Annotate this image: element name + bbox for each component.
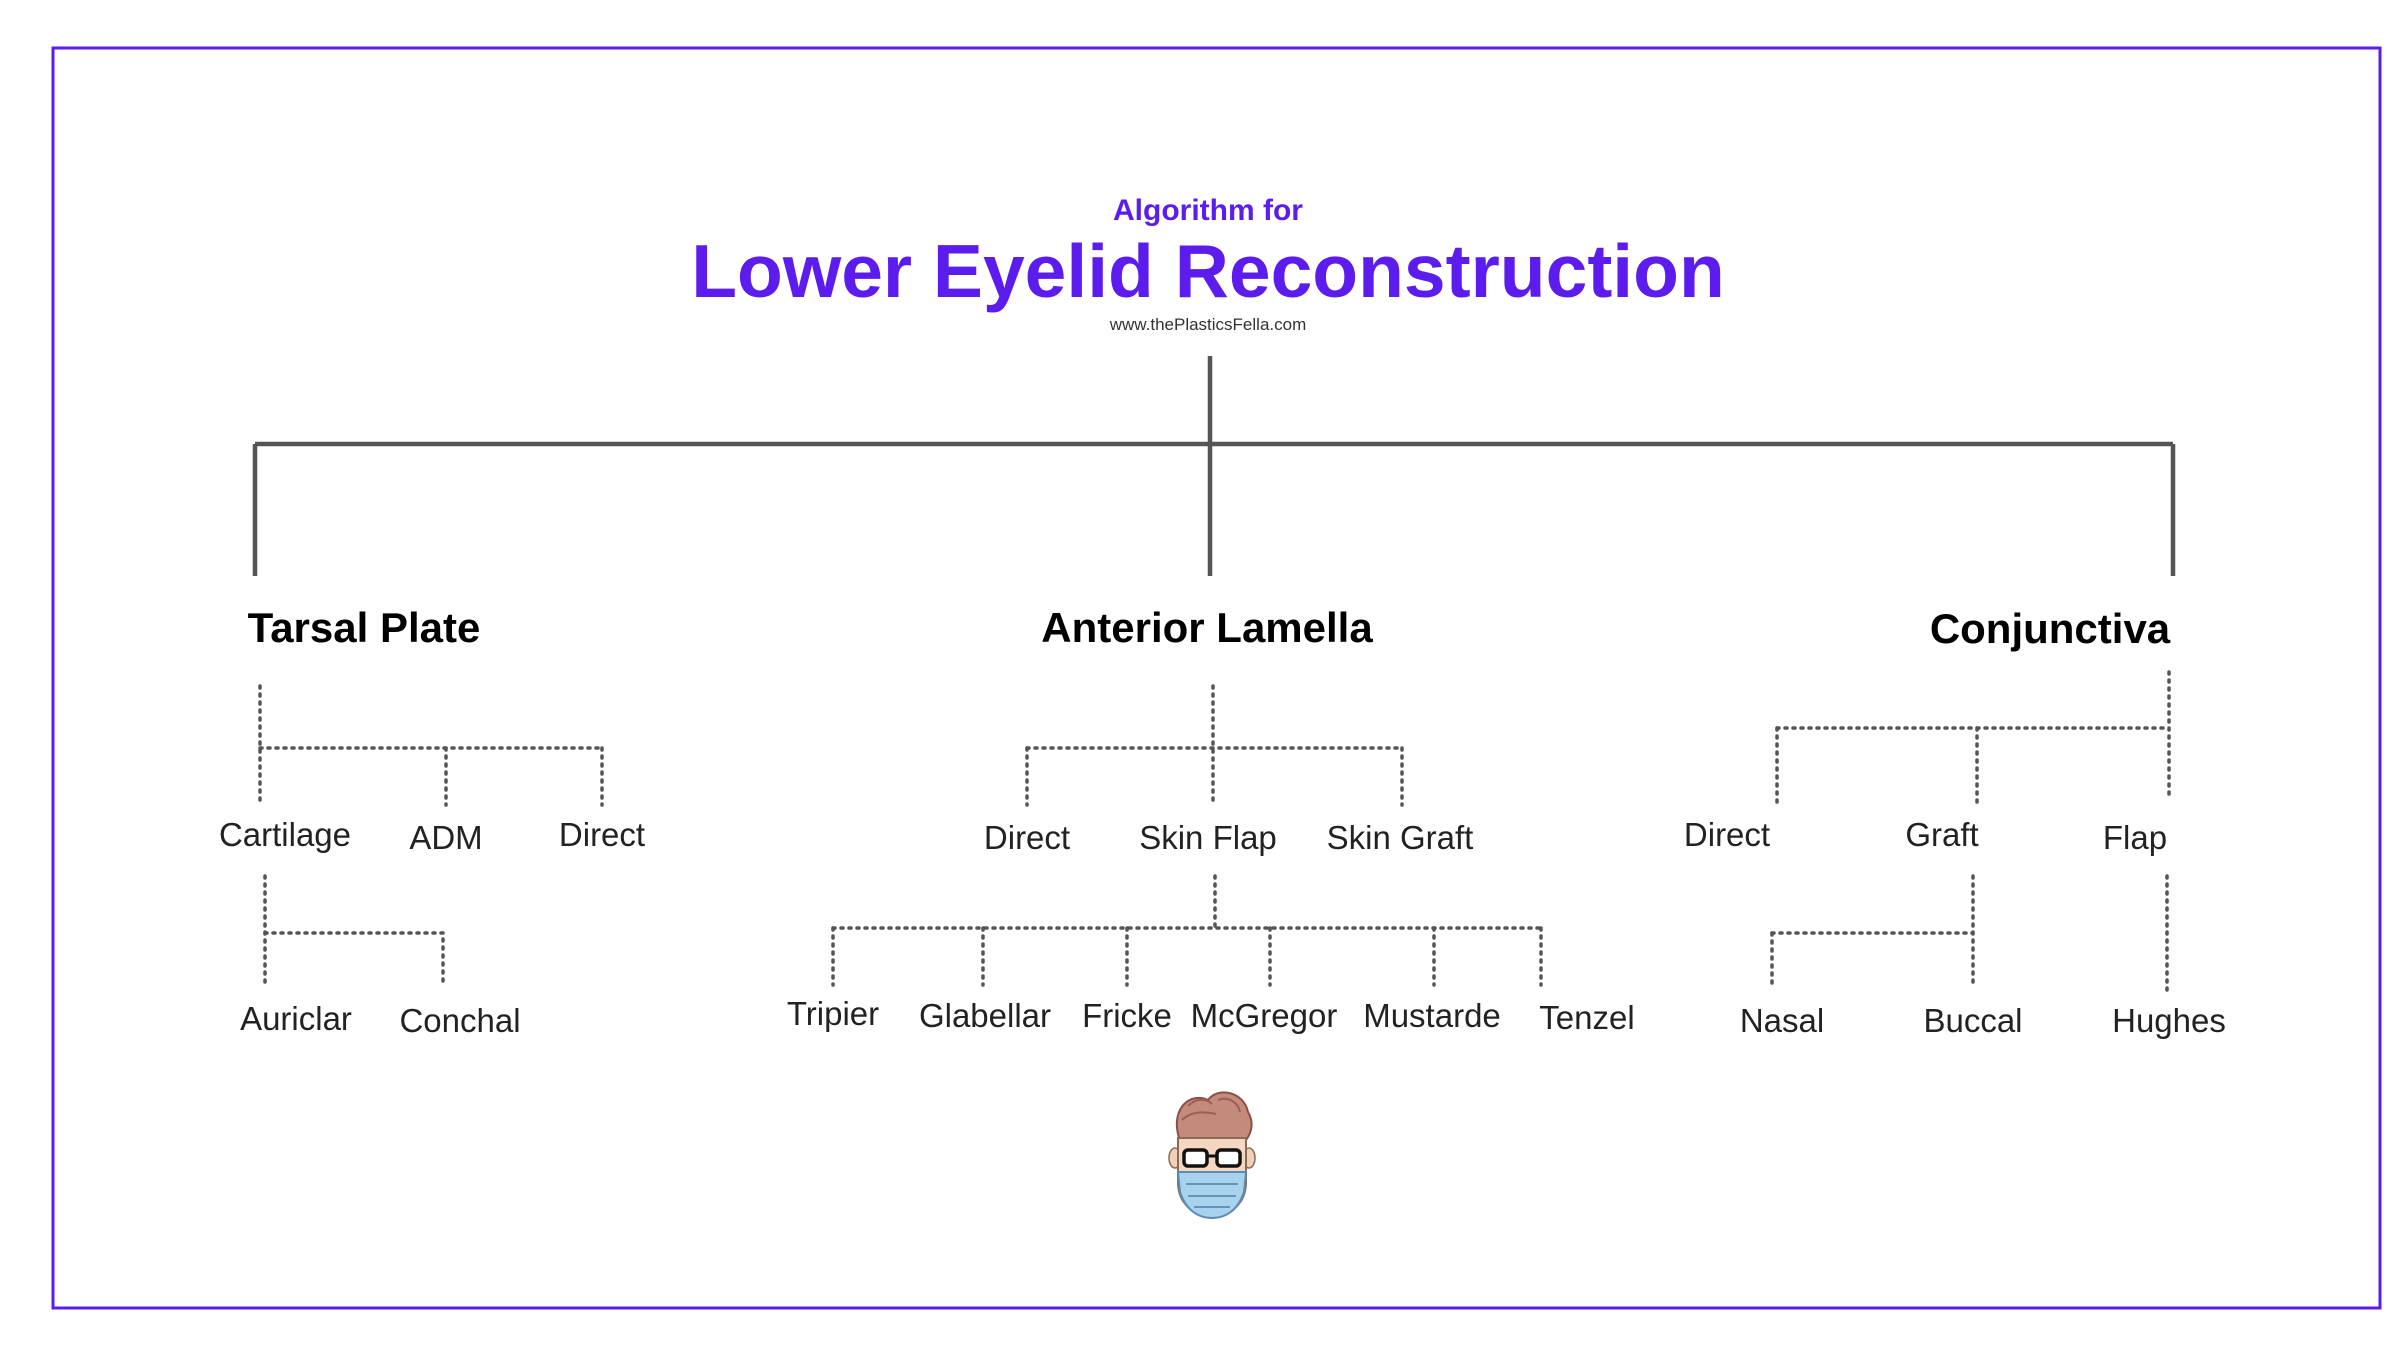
node-nasal: Nasal — [1740, 1002, 1824, 1039]
category-tarsal-plate: Tarsal Plate — [248, 604, 481, 651]
node-flap: Flap — [2103, 819, 2167, 856]
node-glabellar: Glabellar — [919, 997, 1051, 1034]
frame-border — [51, 46, 2382, 1310]
connector — [263, 931, 445, 987]
node-tripier: Tripier — [787, 995, 879, 1032]
node-adm: ADM — [409, 819, 482, 856]
root-connectors — [252, 356, 2176, 576]
category-conjunctiva: Conjunctiva — [1930, 605, 2171, 652]
node-direct: Direct — [559, 816, 645, 853]
tarsal-plate-subtree: Cartilage ADM Direct Auriclar Conchal — [219, 684, 645, 1039]
node-skin-flap: Skin Flap — [1139, 819, 1277, 856]
diagram-subtitle: Algorithm for — [1113, 194, 1303, 227]
node-skin-graft: Skin Graft — [1327, 819, 1474, 856]
conjunctiva-subtree: Direct Graft Flap Nasal Buccal Hughes — [1684, 670, 2226, 1039]
node-fricke: Fricke — [1082, 997, 1172, 1034]
category-anterior-lamella: Anterior Lamella — [1041, 604, 1373, 651]
node-mcgregor: McGregor — [1191, 997, 1338, 1034]
node-direct: Direct — [984, 819, 1070, 856]
node-conchal: Conchal — [399, 1002, 520, 1039]
node-cartilage: Cartilage — [219, 816, 351, 853]
node-buccal: Buccal — [1923, 1002, 2022, 1039]
node-graft: Graft — [1905, 816, 1978, 853]
node-tenzel: Tenzel — [1539, 999, 1634, 1036]
node-hughes: Hughes — [2112, 1002, 2226, 1039]
node-auriclar: Auriclar — [240, 1000, 352, 1037]
source-url: www.thePlasticsFella.com — [1109, 315, 1307, 334]
node-mustarde: Mustarde — [1363, 997, 1501, 1034]
masked-doctor-avatar-icon — [1168, 1091, 1256, 1220]
anterior-lamella-subtree: Direct Skin Flap Skin Graft Tripier Glab… — [787, 684, 1635, 1036]
node-direct: Direct — [1684, 816, 1770, 853]
diagram-title: Lower Eyelid Reconstruction — [691, 229, 1725, 313]
